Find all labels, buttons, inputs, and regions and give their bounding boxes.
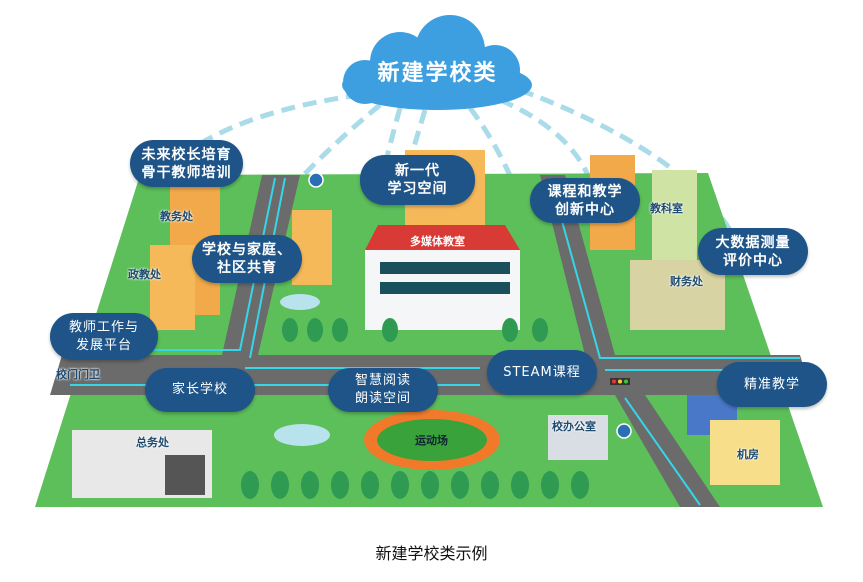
- label-academic-affairs: 教务处: [160, 210, 193, 223]
- bubble-line: 精准教学: [743, 376, 800, 392]
- bubble-line: 新一代: [395, 163, 440, 179]
- bubble-line: 骨干教师培训: [141, 164, 232, 181]
- label-political-education: 政教处: [128, 268, 161, 281]
- trees: [241, 318, 589, 499]
- bubble-line: 教师工作与: [68, 319, 139, 335]
- parking-sign-icon: [308, 172, 632, 439]
- bubble-parent-school: 家长学校: [145, 368, 255, 412]
- bubble-line: 智慧阅读: [354, 373, 411, 388]
- bubble-line: 创新中心: [555, 201, 615, 218]
- label-gate-guard: 校门门卫: [56, 368, 100, 381]
- bubble-line: STEAM课程: [503, 364, 581, 380]
- bubble-line: 社区共育: [217, 260, 277, 276]
- bubble-curriculum-center: 课程和教学 创新中心: [530, 178, 640, 223]
- label-general-affairs: 总务处: [136, 436, 169, 449]
- bubble-teacher-platform: 教师工作与 发展平台: [50, 313, 158, 360]
- bubble-steam: STEAM课程: [487, 350, 597, 395]
- bubble-learning-space: 新一代 学习空间: [360, 155, 475, 205]
- bubble-precision-teaching: 精准教学: [717, 362, 827, 407]
- bubble-line: 学习空间: [387, 181, 448, 197]
- bubble-line: 未来校长培育: [141, 146, 232, 163]
- cloud-shape: [342, 15, 532, 110]
- traffic-light-icon: [610, 378, 630, 385]
- bubble-line: 课程和教学: [547, 183, 623, 200]
- label-computer-room: 机房: [737, 448, 759, 461]
- cloud-title: 新建学校类: [377, 61, 498, 86]
- bubble-line: 大数据测量: [715, 234, 791, 251]
- bubble-home-school: 学校与家庭、 社区共育: [192, 235, 302, 283]
- bubble-line: 学校与家庭、: [202, 242, 292, 258]
- label-multimedia-room: 多媒体教室: [410, 235, 465, 248]
- buildings: [72, 150, 780, 498]
- label-principal-office: 校办公室: [552, 420, 596, 433]
- figure-caption: 新建学校类示例: [375, 544, 488, 563]
- bubble-line: 朗读空间: [354, 391, 411, 406]
- label-finance-office: 财务处: [670, 275, 703, 288]
- bubble-smart-reading: 智慧阅读 朗读空间: [328, 368, 438, 412]
- bubble-line: 评价中心: [723, 252, 783, 269]
- bubble-principal-training: 未来校长培育 骨干教师培训: [130, 140, 243, 187]
- label-sports-field: 运动场: [415, 434, 448, 447]
- bubble-line: 发展平台: [75, 337, 132, 353]
- bubble-line: 家长学校: [171, 382, 228, 397]
- label-research-office: 教科室: [650, 202, 683, 215]
- bubble-big-data: 大数据测量 评价中心: [698, 228, 808, 275]
